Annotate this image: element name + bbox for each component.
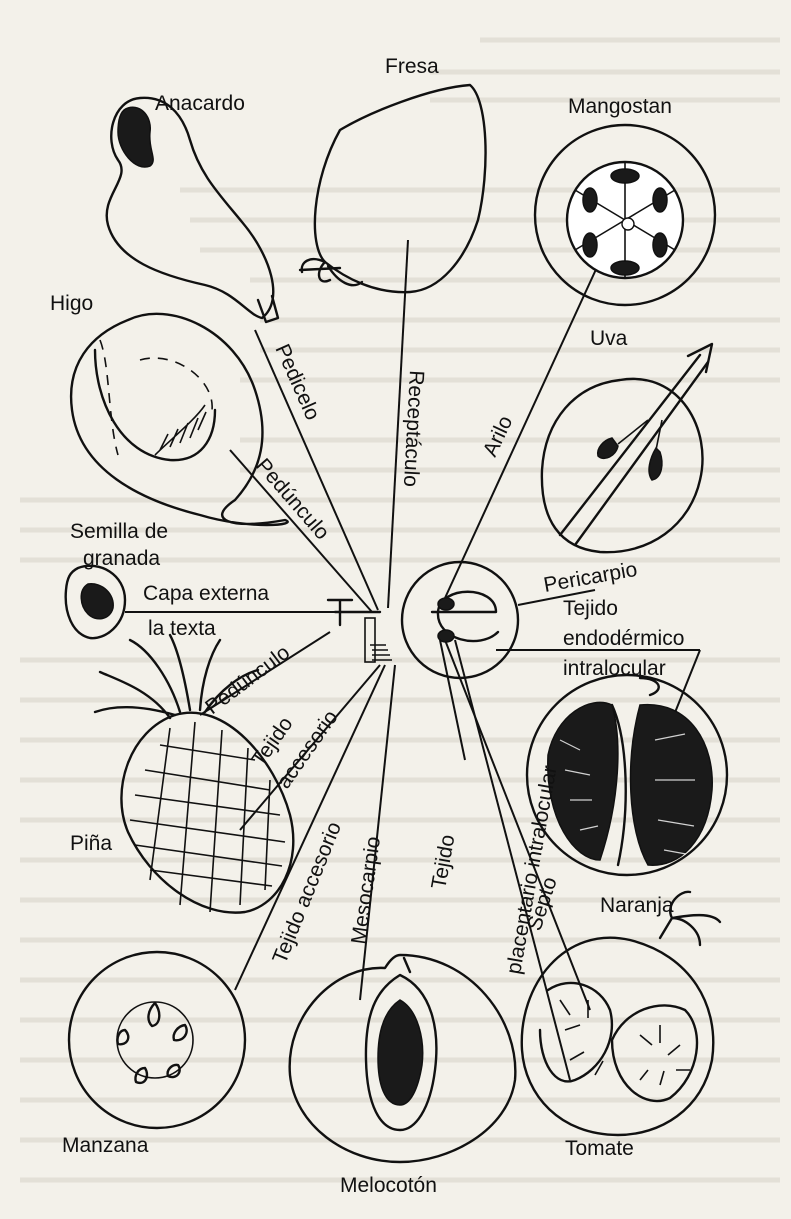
- label-naranja: Naranja: [600, 894, 674, 917]
- label-capa-externa: Capa externa: [143, 582, 269, 605]
- label-fresa: Fresa: [385, 55, 439, 78]
- label-semilla-2: granada: [83, 547, 160, 570]
- label-tomate: Tomate: [565, 1137, 634, 1160]
- label-tejido-endodermico-2: endodérmico: [563, 627, 684, 650]
- label-tejido-placentario-2: placentario intralocular: [502, 764, 561, 976]
- label-la-texta: la texta: [148, 617, 216, 640]
- semilla-granada-drawing: [66, 566, 125, 638]
- label-pedunculo-left: Pedúnculo: [201, 641, 294, 719]
- label-tejido-placentario-1: Tejido: [427, 833, 459, 891]
- label-manzana: Manzana: [62, 1134, 149, 1157]
- uva-drawing: [542, 344, 712, 552]
- label-tejido-endodermico-1: Tejido: [563, 597, 618, 620]
- label-mangostan: Mangostan: [568, 95, 672, 118]
- anacardo-drawing: [107, 98, 278, 322]
- label-tejido-endodermico-3: intralocular: [563, 657, 666, 680]
- label-melocoton: Melocotón: [340, 1174, 437, 1197]
- label-anacardo: Anacardo: [155, 92, 245, 115]
- label-receptaculo: Receptáculo: [399, 370, 428, 488]
- label-higo: Higo: [50, 292, 93, 315]
- label-mesocarpio: Mesocarpio: [347, 835, 385, 946]
- higo-drawing: [71, 314, 288, 525]
- mangostan-drawing: [535, 125, 715, 305]
- label-pina: Piña: [70, 832, 112, 855]
- label-uva: Uva: [590, 327, 628, 350]
- label-semilla-1: Semilla de: [70, 520, 168, 543]
